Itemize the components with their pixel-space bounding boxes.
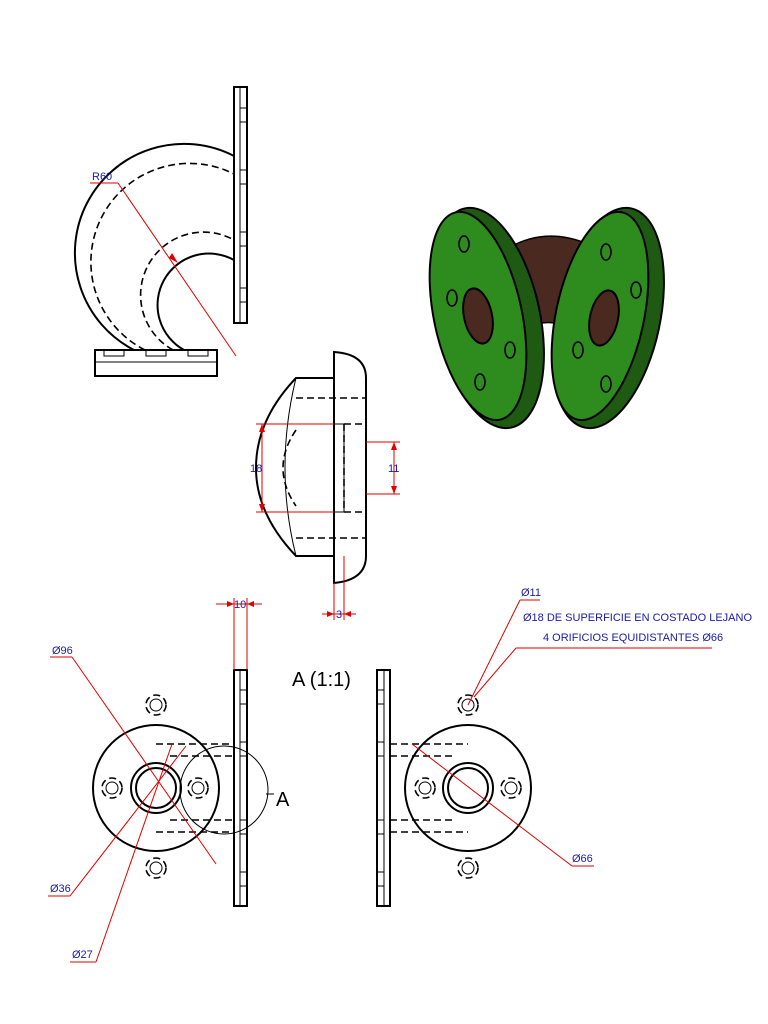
pipe-diameter-dimension: Ø36 <box>50 883 71 895</box>
radius-dimension: R60 <box>92 171 112 183</box>
note-line-2: 4 ORIFICIOS EQUIDISTANTES Ø66 <box>543 632 723 644</box>
detail-callout: A <box>276 789 290 811</box>
elbow-side-view: R60 <box>73 86 248 377</box>
front-view-right: Ø11 Ø18 DE SUPERFICIE EN COSTADO LEJANO … <box>376 587 752 907</box>
elbow-3d-view <box>428 206 665 430</box>
detail-a-view: 18 11 3 <box>250 350 400 621</box>
note-line-1: Ø18 DE SUPERFICIE EN COSTADO LEJANO <box>523 612 752 624</box>
bore-dimension: 11 <box>388 463 399 475</box>
outer-diameter-dimension: Ø96 <box>52 645 73 657</box>
front-view-left: A 10 Ø96 Ø36 Ø27 <box>48 598 290 963</box>
hole-diameter-dimension: Ø11 <box>521 587 541 599</box>
bore-diameter-dimension: Ø27 <box>72 949 93 961</box>
width-dimension: 10 <box>234 599 246 611</box>
height-dimension: 18 <box>250 463 262 475</box>
bolt-circle-dimension: Ø66 <box>572 853 593 865</box>
thickness-dimension: 3 <box>336 609 342 621</box>
detail-title: A (1:1) <box>292 669 351 691</box>
